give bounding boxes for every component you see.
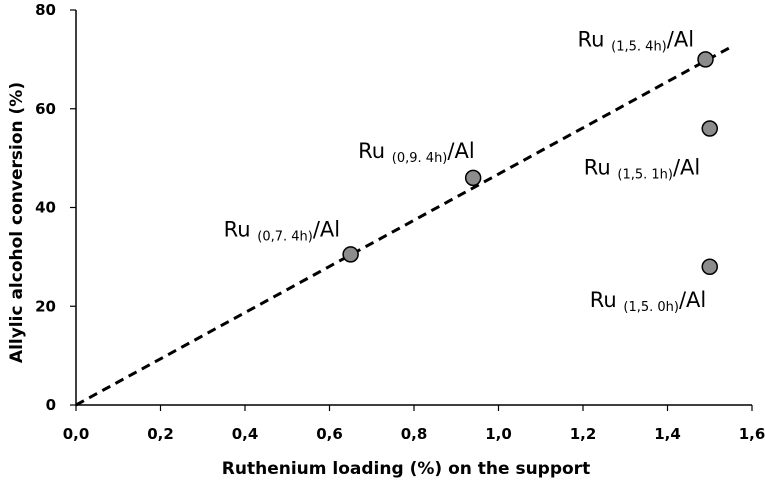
point-label-subscript: (1,5. 4h) xyxy=(611,39,667,54)
data-point xyxy=(342,246,359,263)
point-label-subscript: (0,9. 4h) xyxy=(392,151,448,166)
point-label-main: Ru xyxy=(358,139,392,163)
x-tick-label: 0,4 xyxy=(232,425,259,443)
point-label-end: /Al xyxy=(667,27,694,51)
x-tick-label: 0,8 xyxy=(401,425,428,443)
point-label: Ru (1,5. 0h)/Al xyxy=(590,288,707,315)
data-point xyxy=(701,258,718,275)
x-axis-title: Ruthenium loading (%) on the support xyxy=(222,459,590,479)
point-label-subscript: (1,5. 1h) xyxy=(617,168,673,183)
point-label-subscript: (0,7. 4h) xyxy=(257,229,313,244)
y-tick-label: 0 xyxy=(46,396,56,414)
point-label-subscript: (1,5. 0h) xyxy=(623,300,679,315)
point-label-main: Ru xyxy=(584,156,618,180)
point-label-end: /Al xyxy=(673,156,700,180)
x-tick-label: 0,6 xyxy=(316,425,343,443)
point-label: Ru (0,9. 4h)/Al xyxy=(358,139,475,166)
point-label-main: Ru xyxy=(224,217,258,241)
points-layer xyxy=(342,51,718,275)
axes xyxy=(75,10,752,406)
point-label: Ru (1,5. 4h)/Al xyxy=(578,27,695,54)
x-tick-label: 0,0 xyxy=(63,425,90,443)
data-point xyxy=(701,120,718,137)
y-axis-title: Allylic alcohol conversion (%) xyxy=(7,82,27,363)
point-label: Ru (0,7. 4h)/Al xyxy=(224,217,341,244)
x-tick-label: 1,0 xyxy=(485,425,512,443)
x-tick-label: 0,2 xyxy=(147,425,174,443)
y-tick-label: 20 xyxy=(35,297,56,315)
ticks-layer: 0,0 0,2 0,4 0,6 0,8 1,0 1,2 1,4 1,6 0 20 40 60 80 xyxy=(35,1,765,443)
x-tick-label: 1,2 xyxy=(570,425,597,443)
y-tick-label: 60 xyxy=(35,100,56,118)
x-tick-label: 1,6 xyxy=(739,425,765,443)
y-tick-label: 40 xyxy=(35,199,56,217)
data-point xyxy=(697,51,714,68)
point-label: Ru (1,5. 1h)/Al xyxy=(584,156,701,183)
point-label-end: /Al xyxy=(313,217,340,241)
data-point xyxy=(464,169,482,187)
point-label-main: Ru xyxy=(590,288,624,312)
x-tick-label: 1,4 xyxy=(654,425,681,443)
y-tick-label: 80 xyxy=(35,1,56,19)
point-label-main: Ru xyxy=(578,27,612,51)
point-label-end: /Al xyxy=(447,139,474,163)
point-label-end: /Al xyxy=(679,288,706,312)
trend-line xyxy=(75,45,732,407)
